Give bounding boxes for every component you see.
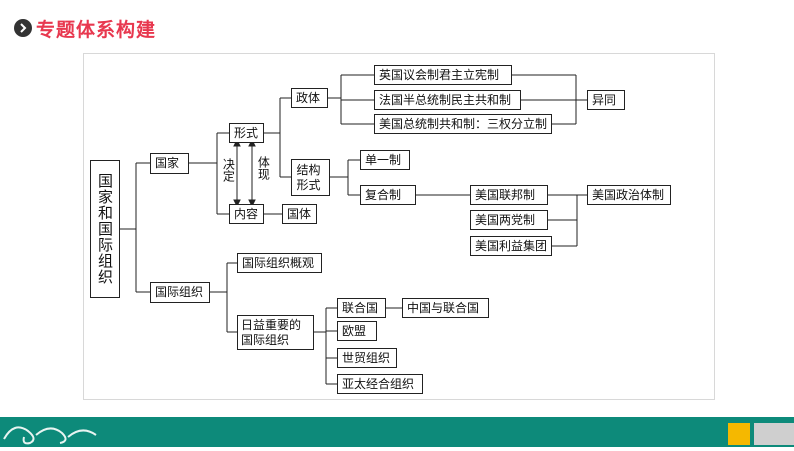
node-neirong: 内容 — [229, 204, 264, 224]
node-eu: 欧盟 — [337, 321, 377, 341]
root-label: 国家和国际组织 — [96, 173, 114, 285]
node-jiegou: 结构形式 — [291, 159, 330, 196]
root-node: 国家和国际组织 — [90, 160, 120, 298]
chevron-right-icon — [14, 19, 32, 37]
node-guoti: 国体 — [282, 204, 317, 224]
node-gaiguan: 国际组织概观 — [237, 253, 322, 273]
node-uk: 英国议会制君主立宪制 — [374, 65, 512, 85]
node-jiegou-label: 结构形式 — [296, 163, 321, 192]
section-header: 专题体系构建 — [14, 12, 156, 44]
node-guojia: 国家 — [150, 153, 189, 174]
node-fuhe: 复合制 — [360, 185, 416, 205]
label-tixian: 体现 — [256, 156, 271, 180]
node-wto: 世贸组织 — [337, 348, 397, 368]
node-us-party: 美国两党制 — [470, 210, 548, 230]
concept-map-panel: 国家和国际组织 国家 形式 内容 决定 体现 国体 政体 结构形式 英国议会制君… — [83, 53, 715, 400]
node-fr: 法国半总统制民主共和制 — [374, 90, 521, 110]
node-cn-un: 中国与联合国 — [402, 298, 489, 318]
footer-decoration — [0, 417, 794, 447]
node-us-interest: 美国利益集团 — [470, 236, 552, 256]
node-us-politics: 美国政治体制 — [587, 185, 671, 205]
node-riyi-label: 日益重要的国际组织 — [241, 317, 302, 347]
node-zhengti: 政体 — [291, 88, 328, 108]
footer-band — [0, 417, 794, 447]
node-guoji: 国际组织 — [150, 282, 210, 303]
section-title: 专题体系构建 — [36, 18, 157, 41]
node-danyi: 单一制 — [360, 150, 410, 170]
node-apec: 亚太经合组织 — [337, 374, 423, 394]
node-xingshi: 形式 — [229, 123, 264, 143]
node-riyi: 日益重要的国际组织 — [237, 315, 314, 350]
node-us: 美国总统制共和制：三权分立制 — [374, 114, 552, 134]
node-un: 联合国 — [337, 298, 386, 318]
node-yitong: 异同 — [587, 90, 625, 110]
label-jueding: 决定 — [221, 158, 236, 182]
node-us-fed: 美国联邦制 — [470, 185, 548, 205]
connector-lines — [120, 74, 587, 385]
